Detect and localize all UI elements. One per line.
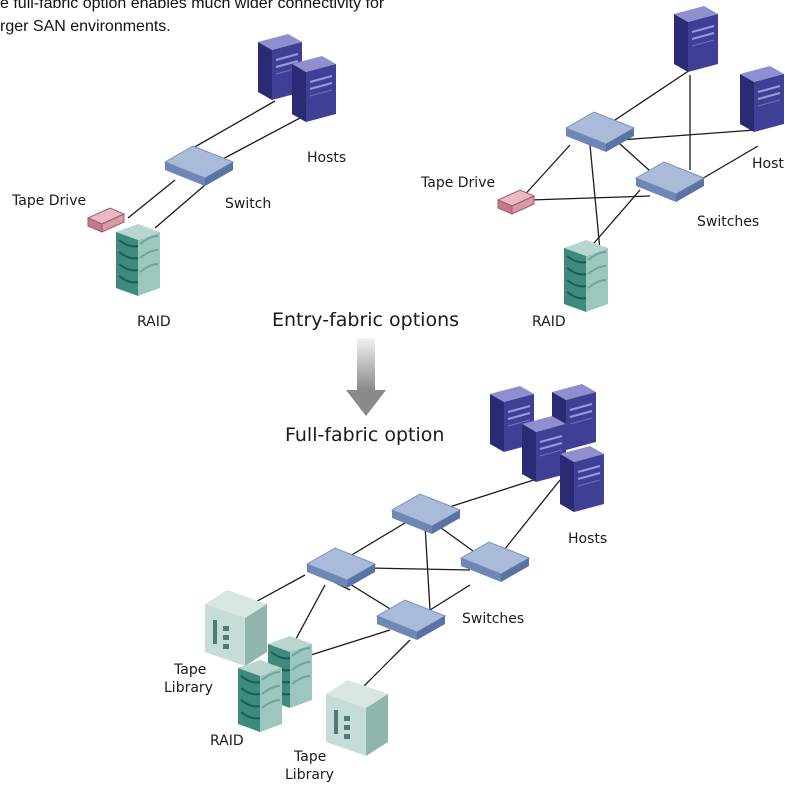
host-icon	[521, 415, 567, 483]
raid-icon	[237, 659, 283, 733]
tape-library-1-line-2: Library	[164, 680, 213, 696]
switch-icon	[164, 145, 234, 187]
full-hosts-label: Hosts	[568, 531, 607, 547]
tape-drive-icon	[87, 207, 125, 233]
down-arrow-icon	[346, 338, 386, 416]
full-fabric-caption: Full-fabric option	[285, 424, 444, 446]
full-raid-label: RAID	[210, 733, 244, 749]
tape-library-2-label: Tape Library	[285, 749, 334, 783]
intro-line-2: rger SAN environments.	[0, 18, 171, 35]
entry-right-host-label: Host	[752, 156, 784, 172]
tape-library-icon	[326, 680, 388, 756]
raid-icon	[563, 239, 609, 313]
switch-icon	[460, 541, 530, 583]
full-switches-label: Switches	[462, 611, 524, 627]
tape-library-icon	[205, 590, 267, 666]
tape-library-2-line-2: Library	[285, 767, 334, 783]
entry-right-raid-label: RAID	[532, 314, 566, 330]
entry-left-tape-drive-label: Tape Drive	[11, 193, 86, 209]
entry-left-hosts-label: Hosts	[307, 150, 346, 166]
tape-drive-icon	[497, 189, 535, 215]
entry-fabric-caption: Entry-fabric options	[272, 309, 459, 331]
host-icon	[559, 445, 605, 513]
host-icon	[739, 65, 785, 133]
entry-right-switches-label: Switches	[697, 214, 759, 230]
tape-library-1-label: Tape Library	[164, 662, 213, 696]
switch-icon	[306, 547, 376, 589]
host-icon	[291, 55, 337, 123]
switch-icon	[565, 111, 635, 153]
switch-icon	[376, 599, 446, 641]
tape-library-1-line-1: Tape	[173, 662, 206, 678]
entry-left-raid-label: RAID	[137, 314, 171, 330]
intro-line-1: e full-fabric option enables much wider …	[0, 0, 385, 12]
tape-library-2-line-1: Tape	[293, 749, 326, 765]
raid-icon	[115, 223, 161, 297]
entry-right-tape-drive-label: Tape Drive	[420, 175, 495, 191]
host-icon	[673, 5, 719, 73]
intro-text: e full-fabric option enables much wider …	[0, 0, 520, 38]
entry-left-switch-label: Switch	[225, 196, 271, 212]
switch-icon	[391, 493, 461, 535]
